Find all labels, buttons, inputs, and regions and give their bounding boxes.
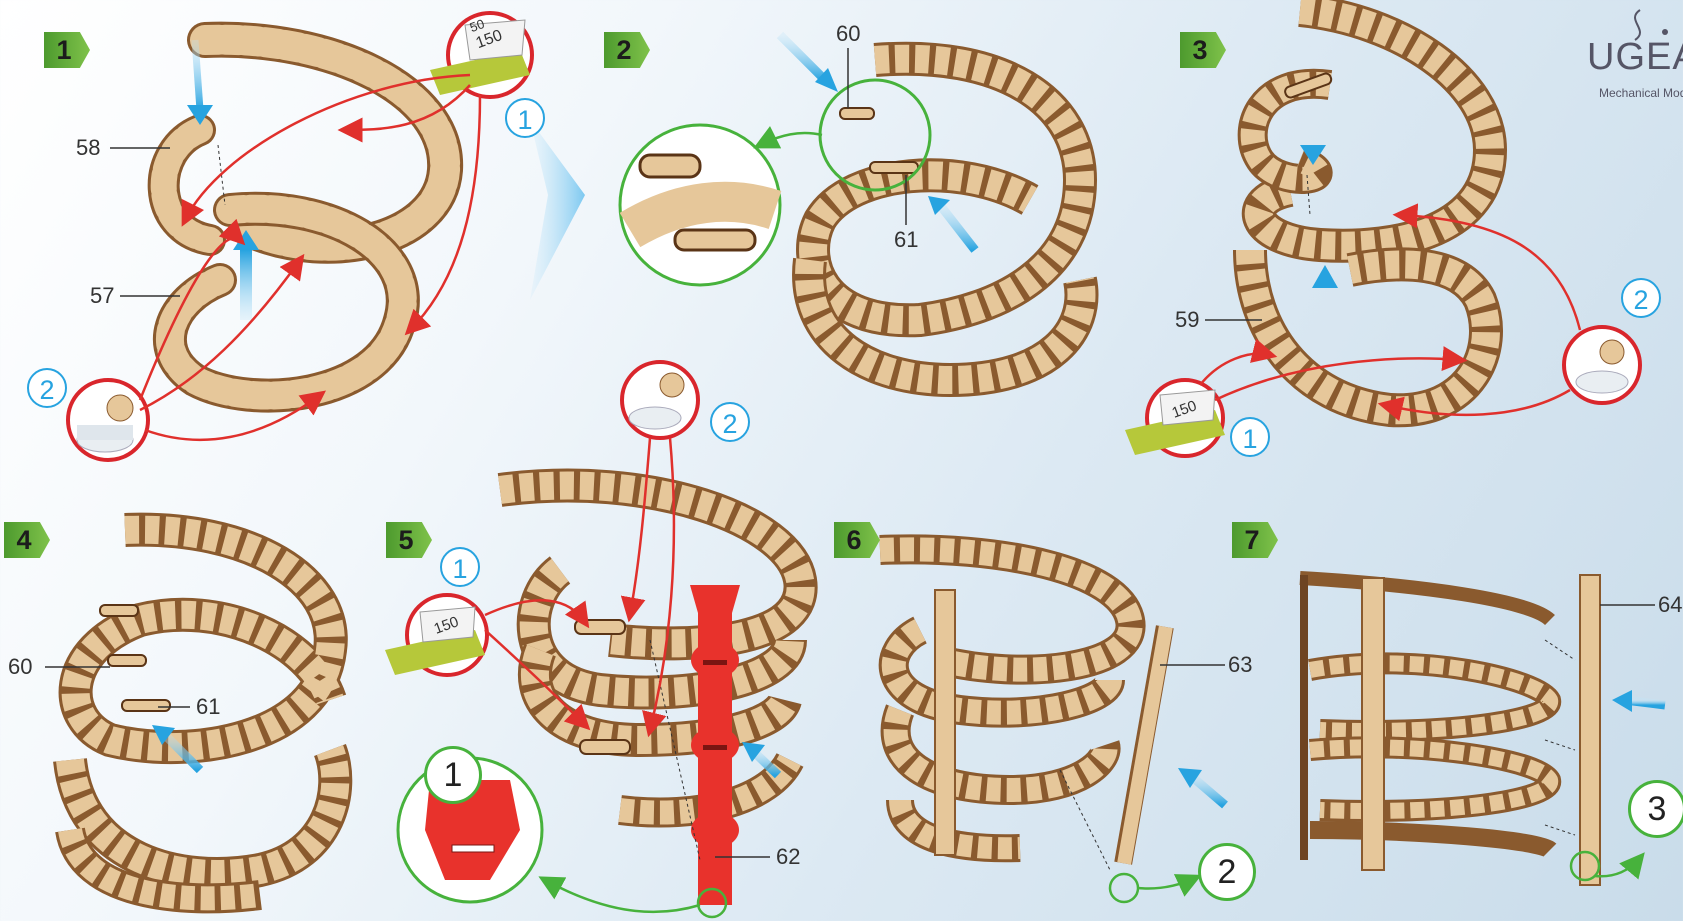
step-4-badge: 4 xyxy=(4,522,50,558)
part-label-64: 64 xyxy=(1658,593,1682,617)
step6-spiral-assembly xyxy=(880,549,1131,848)
brand-tagline: Mechanical Models xyxy=(1599,86,1683,100)
order-marker-glue-step3: 2 xyxy=(1621,278,1661,318)
part-label-60-step4: 60 xyxy=(8,655,32,679)
detail-callout-1: 1 xyxy=(424,746,482,804)
step3-glue-callout-icon xyxy=(1564,327,1640,403)
order-marker-sand-step5: 1 xyxy=(440,547,480,587)
push-arrow-icon xyxy=(195,40,200,110)
glue-callout-icon xyxy=(68,380,148,460)
step-7-badge: 7 xyxy=(1232,522,1278,558)
step1-spiral-parts xyxy=(164,40,445,396)
step2-detail-magnifier xyxy=(620,125,780,285)
brand-logo: UGEARS Mechanical Models xyxy=(1587,0,1683,100)
detail-callout-3: 3 xyxy=(1628,780,1683,838)
step-2-badge: 2 xyxy=(604,32,650,68)
step-1-badge: 1 xyxy=(44,32,90,68)
joiner-61-icon xyxy=(870,162,918,173)
step7-spiral-assembly xyxy=(1300,578,1550,850)
order-marker-glue-step5: 2 xyxy=(710,402,750,442)
step2-spiral-parts xyxy=(809,59,1081,380)
order-marker-glue: 2 xyxy=(27,368,67,408)
step-5-badge: 5 xyxy=(386,522,432,558)
order-marker-sand: 1 xyxy=(505,98,545,138)
step5-spiral-assembly xyxy=(500,486,801,813)
brand-name: UGEARS xyxy=(1587,36,1683,79)
part-label-63: 63 xyxy=(1228,653,1252,677)
step-3-badge: 3 xyxy=(1180,32,1226,68)
order-marker-sand-step3: 1 xyxy=(1230,417,1270,457)
part-label-58: 58 xyxy=(76,136,100,160)
step5-glue-callout-icon xyxy=(622,362,698,438)
up-arrow-icon xyxy=(1312,265,1338,288)
part-label-60: 60 xyxy=(836,22,860,46)
part-label-62: 62 xyxy=(776,845,800,869)
up-arrow-icon xyxy=(240,250,252,320)
part-label-61-step4: 61 xyxy=(196,695,220,719)
joiner-60-icon xyxy=(840,108,874,119)
part-label-57: 57 xyxy=(90,284,114,308)
part-label-61: 61 xyxy=(894,228,918,252)
detail-callout-2: 2 xyxy=(1198,843,1256,901)
part-label-59: 59 xyxy=(1175,308,1199,332)
transition-chevron-icon xyxy=(530,120,585,300)
step-6-badge: 6 xyxy=(834,522,880,558)
step3-spiral-parts xyxy=(1250,10,1490,410)
